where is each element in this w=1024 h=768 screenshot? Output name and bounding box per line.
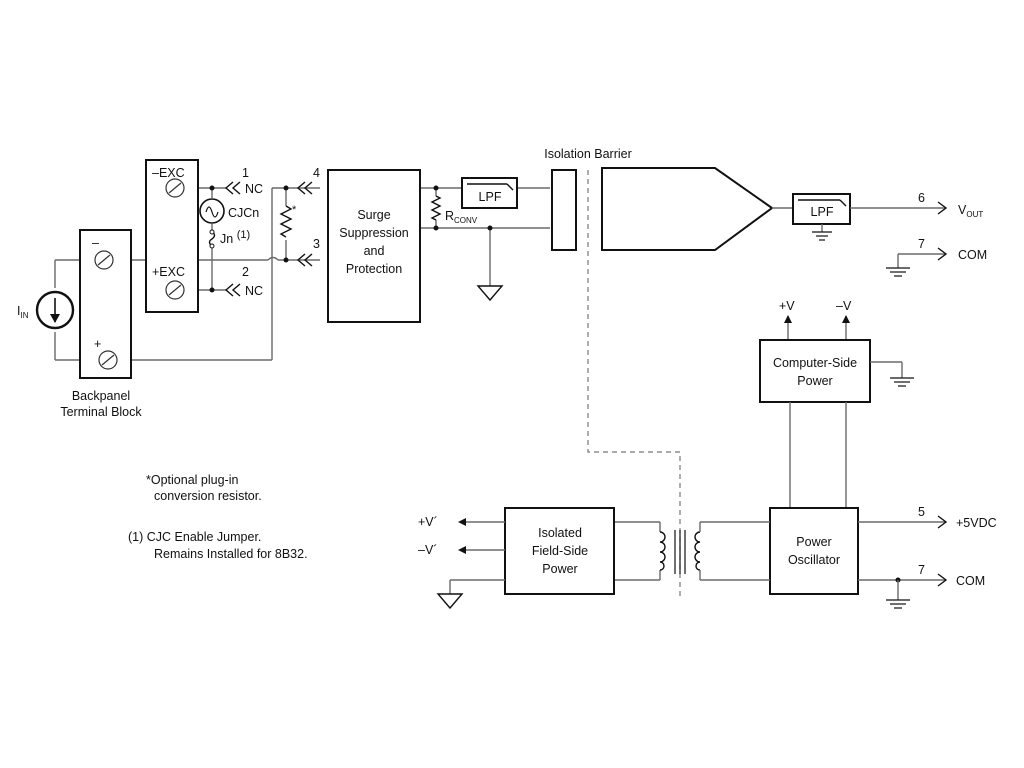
isolation-barrier: Isolation Barrier [544, 147, 681, 600]
nc-label-2: NC [245, 284, 263, 298]
note-1-line-2: conversion resistor. [154, 489, 262, 503]
excitation-terminal-block: –EXC +EXC [145, 159, 199, 313]
power-oscillator: Power Oscillator 5 +5VDC 7 COM [769, 505, 997, 609]
vout-label: VOUT [958, 203, 983, 219]
pin-6: 6 [918, 191, 925, 205]
rconv-and-lpf: RCONV LPF [430, 177, 518, 231]
minus-exc-label: –EXC [152, 166, 185, 180]
plus5-label: +5VDC [956, 516, 997, 530]
jn-label: Jn (1) [220, 229, 250, 246]
oscillator-label-1: Power [796, 535, 831, 549]
nc-label-1: NC [245, 182, 263, 196]
backpanel-terminal-block: – + Backpanel Terminal Block [60, 229, 142, 419]
surge-suppression-block: Surge Suppression and Protection [327, 169, 421, 323]
lpf2-label: LPF [811, 205, 834, 219]
surge-label-4: Protection [346, 262, 402, 276]
field-power-label-3: Power [542, 562, 577, 576]
rconv-label: RCONV [445, 209, 478, 225]
pin-7a: 7 [918, 237, 925, 251]
output-stage: LPF 6 VOUT 7 COM [601, 167, 987, 277]
input-pins: 4 3 * [209, 166, 320, 293]
backpanel-label-1: Backpanel [72, 389, 130, 403]
surge-label-1: Surge [357, 208, 390, 222]
isolation-barrier-label: Isolation Barrier [544, 147, 632, 161]
minus-v-label: –V [836, 299, 852, 313]
surge-label-2: Suppression [339, 226, 409, 240]
current-source: IIN [17, 290, 75, 330]
minus-vprime-label: –V´ [418, 543, 437, 557]
computer-side-power: +V –V Computer-Side Power [759, 299, 914, 508]
lpf1-label: LPF [479, 190, 502, 204]
computer-power-label-1: Computer-Side [773, 356, 857, 370]
field-power-label-1: Isolated [538, 526, 582, 540]
block-minus-label: – [92, 236, 99, 250]
cjc-label: CJCn [228, 206, 259, 220]
oscillator-label-2: Oscillator [788, 553, 840, 567]
backpanel-label-2: Terminal Block [60, 405, 142, 419]
plus-v-label: +V [779, 299, 795, 313]
com2-label: COM [956, 574, 985, 588]
cjc-sensor: CJCn Jn (1) [199, 198, 259, 249]
isolation-transformer [614, 521, 770, 581]
notes: *Optional plug-in conversion resistor. (… [128, 473, 308, 561]
plus-vprime-label: +V´ [418, 515, 438, 529]
pin-4: 4 [313, 166, 320, 180]
note-2-line-1: (1) CJC Enable Jumper. [128, 530, 261, 544]
pin-3: 3 [313, 237, 320, 251]
field-side-power: Isolated Field-Side Power +V´ –V´ [418, 507, 615, 610]
iin-label: IIN [17, 304, 29, 320]
optional-resistor-star: * [292, 204, 297, 216]
pin-2: 2 [242, 265, 249, 279]
computer-power-label-2: Power [797, 374, 832, 388]
field-power-label-2: Field-Side [532, 544, 588, 558]
note-2-line-2: Remains Installed for 8B32. [154, 547, 308, 561]
nc-connectors: NC 1 NC 2 [224, 166, 263, 298]
com1-label: COM [958, 248, 987, 262]
plus-exc-label: +EXC [152, 265, 185, 279]
note-1-line-1: *Optional plug-in [146, 473, 238, 487]
block-plus-label: + [94, 337, 101, 351]
pin-5: 5 [918, 505, 925, 519]
pin-7b: 7 [918, 563, 925, 577]
pin-1: 1 [242, 166, 249, 180]
surge-label-3: and [364, 244, 385, 258]
